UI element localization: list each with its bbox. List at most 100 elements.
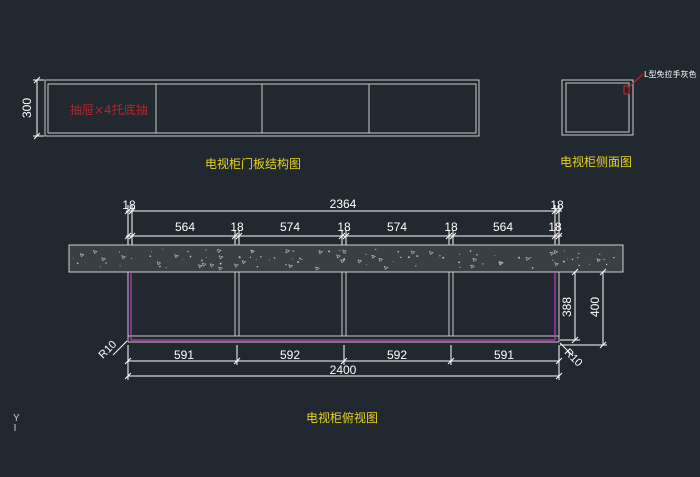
stone-speckle (562, 260, 565, 263)
stone-speckle (340, 259, 345, 264)
top-dimension-lines (124, 205, 563, 246)
top-width-dim: 564 (175, 220, 195, 234)
stone-speckle (238, 256, 241, 259)
stone-speckle (342, 249, 347, 254)
depth-outer-dim: 400 (588, 297, 602, 317)
stone-speckle (205, 256, 207, 258)
stone-speckle (365, 253, 367, 255)
top-width-dim: 564 (493, 220, 513, 234)
top-total-dim: 2364 (330, 197, 357, 211)
handle-marker (623, 85, 630, 95)
top-width-dim: 574 (280, 220, 300, 234)
stone-speckle (209, 263, 215, 268)
stone-speckle (234, 263, 239, 268)
door-height-dimension (33, 76, 44, 140)
stone-speckle (297, 260, 300, 263)
stone-speckle (344, 252, 346, 254)
stone-speckle (130, 257, 133, 259)
depth-inner-dim: 388 (560, 297, 574, 317)
stone-speckle (249, 256, 252, 258)
stone-speckle (378, 257, 384, 262)
stone-speckle (458, 253, 460, 255)
stone-speckle (255, 259, 257, 261)
stone-speckle (339, 249, 341, 251)
stone-speckle (273, 257, 276, 259)
stone-speckle (552, 259, 554, 261)
stone-speckle (285, 263, 287, 266)
stone-speckle (201, 262, 207, 267)
stone-speckle (476, 254, 478, 256)
handle-leader-line (627, 73, 644, 89)
bottom-seg-dim: 592 (387, 348, 407, 362)
stone-speckle (119, 265, 121, 267)
stone-speckle (268, 259, 270, 261)
stone-speckle (596, 258, 602, 263)
stone-speckle (365, 264, 367, 266)
stone-speckle (442, 256, 445, 259)
stone-speckle (156, 261, 162, 266)
stone-speckle (292, 250, 294, 252)
stone-speckle (99, 266, 101, 268)
stone-speckle (151, 251, 153, 253)
stone-speckle (571, 258, 574, 261)
stone-speckle (525, 256, 531, 261)
stone-speckle (531, 267, 534, 269)
stone-speckle (284, 251, 286, 254)
stone-speckle (482, 263, 484, 265)
stone-speckle (218, 266, 223, 271)
top-gap-dim: 18 (230, 220, 244, 234)
cabinet-magenta-edges (130, 272, 556, 341)
side-view-inner (565, 82, 630, 133)
stone-speckle (336, 254, 341, 259)
stone-speckle (318, 250, 324, 255)
stone-speckle (578, 264, 580, 267)
ucs-y-label: Y (13, 413, 20, 424)
stone-speckle (563, 250, 566, 252)
stone-speckle (498, 261, 504, 266)
stone-speckle (589, 263, 590, 265)
top-view-title: 电视柜俯视图 (306, 410, 378, 425)
stone-speckle (416, 255, 419, 258)
bottom-total-dim: 2400 (330, 363, 357, 377)
top-width-dim: 574 (387, 220, 407, 234)
stone-speckle (260, 256, 262, 258)
stone-speckle (518, 256, 520, 259)
bottom-seg-dim: 592 (280, 348, 300, 362)
bottom-dimension-lines (112, 340, 574, 380)
stone-speckle (79, 253, 85, 258)
top-gap-dim: 18 (548, 220, 562, 234)
stone-speckle (241, 260, 247, 265)
stone-speckle (118, 251, 120, 253)
stone-speckle (371, 254, 376, 259)
stone-speckle (162, 248, 164, 250)
stone-speckle (92, 250, 98, 255)
stone-speckle (578, 252, 580, 255)
stone-speckle (101, 257, 106, 262)
stone-speckle (567, 258, 569, 260)
stone-speckle (407, 256, 410, 259)
stone-speckle (187, 250, 189, 253)
stone-speckle (149, 255, 152, 258)
door-height-dim-text: 300 (20, 98, 34, 118)
stone-speckle (159, 265, 161, 268)
stone-speckle (470, 264, 475, 269)
stone-speckle (72, 257, 74, 259)
stone-speckle (328, 250, 331, 253)
stone-speckle (458, 261, 460, 264)
stone-speckle (256, 265, 259, 268)
stone-speckle (105, 262, 107, 264)
stone-speckle (181, 258, 183, 260)
stone-speckle (343, 258, 346, 261)
stone-speckle (459, 266, 461, 268)
stone-speckle (76, 262, 79, 265)
stone-speckle (554, 262, 559, 267)
radius-label-right: R10 (562, 346, 585, 369)
side-view-outer (561, 79, 634, 136)
right-dimension-lines (560, 268, 607, 349)
radius-label-left: R10 (96, 338, 119, 361)
drawer-note: 抽屉×4托底抽 (70, 102, 148, 117)
stone-speckle (121, 255, 126, 260)
stone-speckle (472, 257, 478, 262)
stone-speckle (292, 258, 293, 260)
